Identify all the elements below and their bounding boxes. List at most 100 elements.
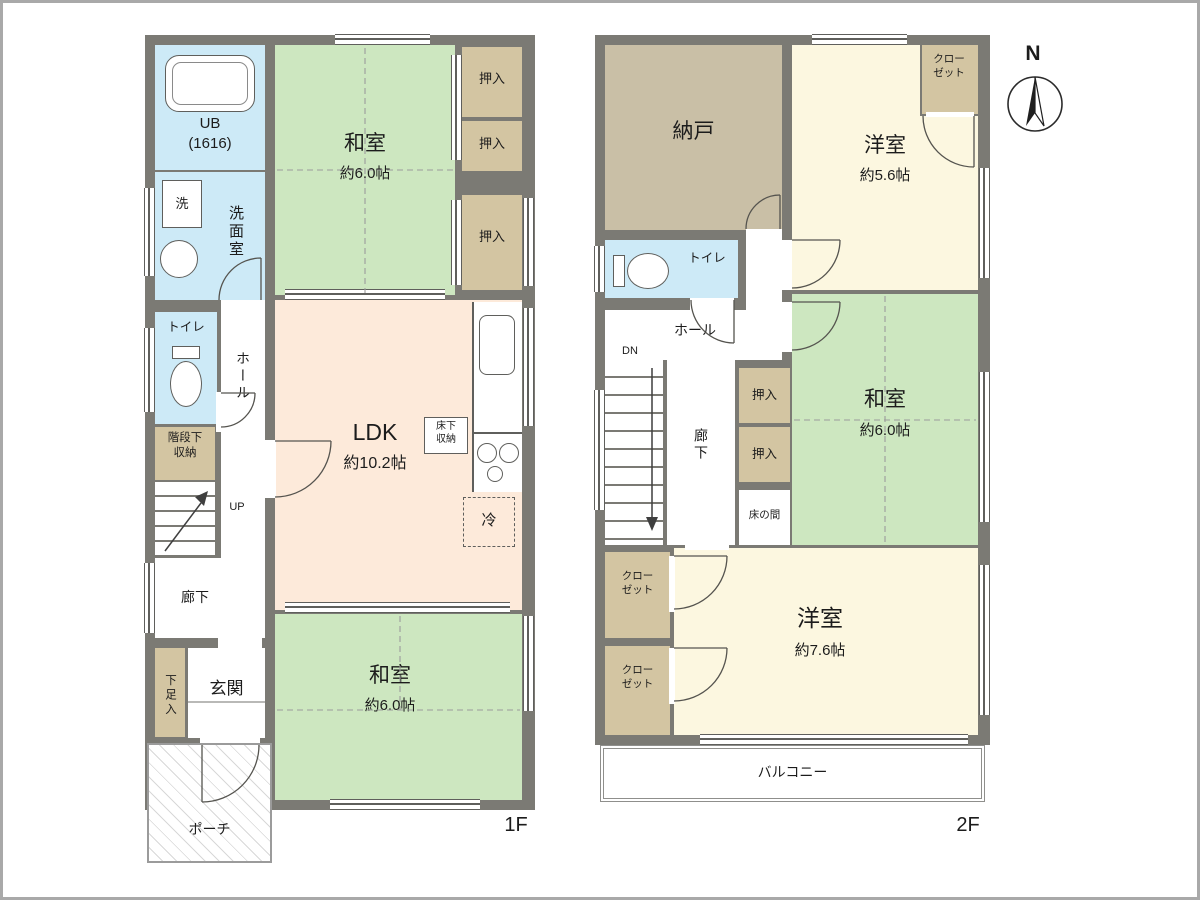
label-washitsu-north-1f-size: 約6.0帖 [339,165,391,182]
counter-divider-line [472,432,522,434]
window-icon [700,734,968,745]
toilet-bowl-icon-1f [170,361,202,407]
bathtub-inner-line [172,62,248,105]
door-gap-toilet-1f [216,392,222,432]
door-gap-closet-ne [926,112,974,117]
label-oshiire-1f-3: 押入 [478,229,505,244]
label-under-stair-storage: 階段下 収納 [167,432,203,459]
door-gap-genkan [218,638,262,648]
entrance-genkan [188,648,265,738]
label-corridor-1f: 廊下 [181,589,209,605]
window-icon [335,34,430,45]
door-gap-yoshitsu-south [685,543,729,550]
label-floor2: 2F [956,814,980,836]
stove-burner-icon-3 [487,466,503,482]
door-gap-closet-w2 [669,648,675,704]
label-balcony: バルコニー [757,764,828,780]
window-icon [812,34,907,45]
label-yoshitsu-south-size: 約7.6帖 [794,642,846,659]
window-icon [523,616,534,711]
label-ldk: LDK [352,419,398,445]
shoe-storage [155,648,185,737]
under-stair-storage [155,427,215,480]
label-closet-ne: クロー ゼット [933,53,965,79]
compass-icon [1007,76,1063,132]
label-closet-w2: クロー ゼット [621,664,654,690]
label-washitsu-2f: 和室 [864,388,906,411]
label-corridor-2f: 廊下 [693,428,709,462]
label-oshiire-1f-1: 押入 [478,71,505,86]
label-up: UP [229,501,245,513]
corridor-2f [667,360,735,545]
toilet-tank-icon-1f [172,346,200,359]
window-icon [594,246,605,292]
window-icon [144,563,155,633]
label-dn: DN [622,345,638,357]
label-oshiire-2f-2: 押入 [751,447,777,461]
label-washitsu-south-1f: 和室 [369,664,411,687]
door-gap-nando [746,229,782,240]
window-icon [144,328,155,412]
label-nando: 納戸 [672,120,715,143]
label-toilet-2f: トイレ [688,251,726,265]
window-icon [979,168,990,278]
passage-to-nando [746,238,782,310]
sliding-door-icon [451,200,462,285]
window-icon [979,372,990,522]
window-icon [979,565,990,715]
label-toilet-1f: トイレ [167,320,205,334]
door-gap-toilet-2f [690,298,734,310]
corridor-1f [155,558,265,638]
label-porch: ポーチ [188,821,231,837]
oshiire-2f-1 [739,368,790,423]
label-hall-2f: ホール [674,322,716,338]
room-washitsu-south-1f [275,614,522,800]
sliding-door-icon [451,55,462,160]
label-compass-north: N [1025,42,1041,65]
door-gap-ldk [264,440,276,498]
toilet-tank-icon-2f [613,255,625,287]
label-yoshitsu-north: 洋室 [864,134,906,157]
window-icon [523,308,534,426]
label-closet-w1: クロー ゼット [621,570,654,596]
label-yoshitsu-north-size: 約5.6帖 [859,167,911,184]
door-gap-washitsu-2f [782,302,792,352]
stairs-1f [155,482,215,556]
label-yoshitsu-south: 洋室 [797,605,843,631]
closet-ne [920,45,978,116]
porch-area [147,743,272,863]
underfloor-storage-box [424,417,468,454]
sliding-door-icon [285,289,445,300]
label-hall-1f: ホール [235,350,251,402]
washbasin-icon [160,240,198,278]
label-entrance: 玄関 [209,679,244,698]
closet-w1 [605,552,670,638]
door-gap-washroom [221,300,265,312]
door-gap-closet-w1 [669,556,675,612]
sliding-door-icon [285,602,510,613]
label-washroom: 洗面室 [227,205,244,259]
oshiire-1f-2 [462,121,522,171]
toilet-bowl-icon-2f [627,253,669,289]
label-washitsu-south-1f-size: 約6.0帖 [364,697,416,714]
stove-burner-icon-1 [477,443,497,463]
stove-burner-icon-2 [499,443,519,463]
stairs-2f [605,360,663,545]
label-ldk-size: 約10.2帖 [343,455,407,472]
door-gap-yoshitsu-north [782,240,792,290]
label-oshiire-1f-2: 押入 [478,136,505,151]
window-icon [330,799,480,810]
refrigerator-space [463,497,515,547]
label-laundry: 洗 [175,196,189,211]
label-washitsu-north-1f: 和室 [344,132,386,155]
label-refrigerator: 冷 [481,512,497,529]
balcony-area [600,745,985,802]
label-floor1: 1F [504,814,528,836]
oshiire-1f-3 [462,195,522,290]
closet-w2 [605,646,670,735]
door-gap-entrance [200,737,260,745]
room-washitsu-2f [792,294,978,545]
washing-machine-icon [162,180,202,228]
label-unit-bath: UB (1616) [188,115,232,152]
window-icon [523,198,534,286]
